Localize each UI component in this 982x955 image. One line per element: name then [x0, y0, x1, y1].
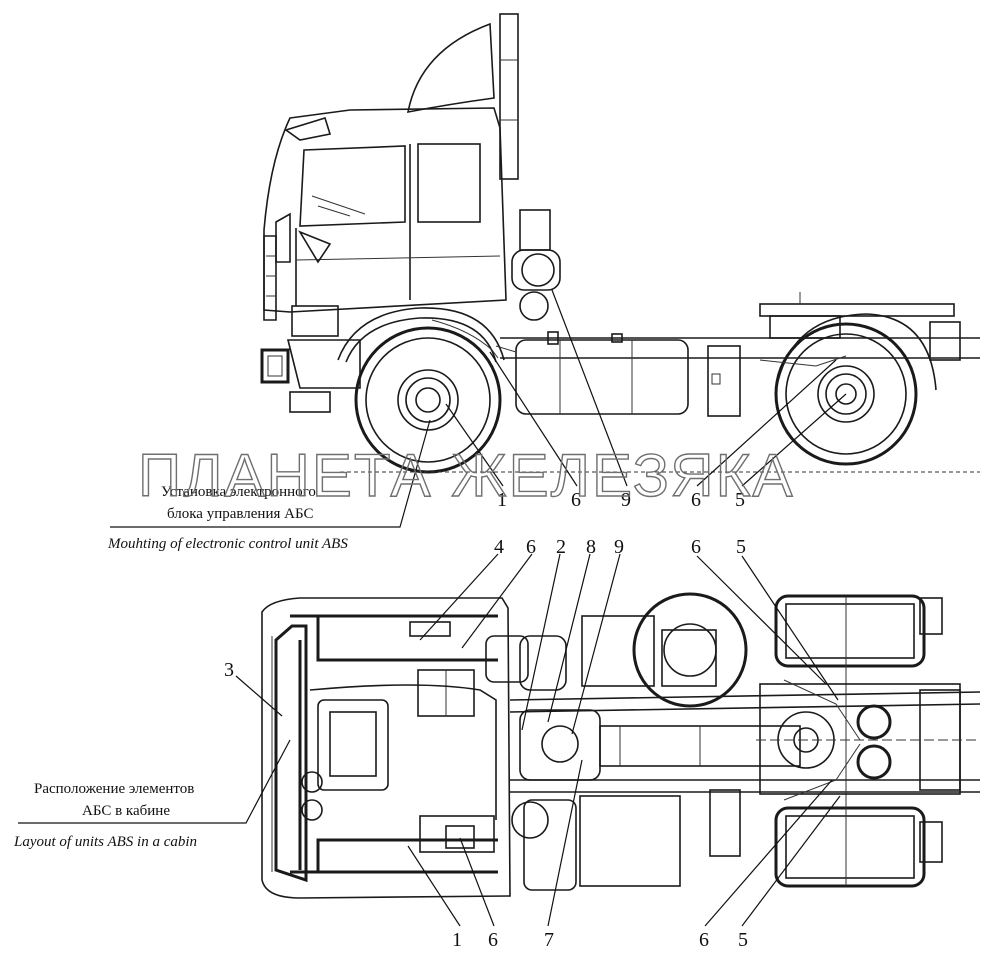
cab-body: [263, 107, 507, 313]
callout-bottom-6a: 6: [488, 929, 498, 951]
air-deflector: [406, 22, 495, 114]
callout-bottom-6b: 6: [699, 929, 709, 951]
rear-wheel: [774, 322, 918, 466]
front-wheel: [354, 326, 502, 474]
top-view-callouts-upper: 4 6 2 8 9 6 5 3: [224, 536, 746, 681]
callout-side-6a: 6: [571, 489, 581, 511]
truck-side-view: [260, 13, 980, 474]
air-receiver: [581, 615, 655, 687]
front-fender: [337, 307, 505, 361]
callout-top-2: 2: [556, 536, 566, 558]
side-view-callouts: 1 6 9 6 5: [497, 489, 745, 511]
callout-bottom-7: 7: [544, 929, 554, 951]
callout-bottom-5: 5: [738, 929, 748, 951]
layout-caption: Расположение элементов АБС в кабине Layo…: [13, 781, 197, 850]
callout-side-9: 9: [621, 489, 631, 511]
fuel-tank: [515, 339, 689, 415]
rear-axle-assembly: [756, 594, 980, 888]
fuel-tank-top: [523, 799, 577, 891]
cab-door-window: [299, 145, 406, 227]
front-bumper: [260, 348, 290, 384]
callout-top-8: 8: [586, 536, 596, 558]
callout-top-3: 3: [224, 659, 234, 681]
cab-rear-window: [417, 143, 481, 223]
mounting-caption: Установка электронного блока управления …: [107, 484, 348, 552]
callout-top-5: 5: [736, 536, 746, 558]
callout-top-9: 9: [614, 536, 624, 558]
spare-wheel: [632, 592, 748, 708]
cab-outline-top: [261, 597, 511, 899]
mounting-caption-ru-line1: Установка электронного: [161, 484, 316, 500]
callout-side-5: 5: [735, 489, 745, 511]
layout-caption-en: Layout of units ABS in a cabin: [13, 834, 197, 850]
callout-leaders: [18, 289, 847, 927]
callout-side-1: 1: [497, 489, 507, 511]
callout-top-4: 4: [494, 536, 504, 558]
callout-bottom-1: 1: [452, 929, 462, 951]
battery-box: [707, 345, 741, 417]
callout-top-6b: 6: [691, 536, 701, 558]
layout-caption-ru-line2: АБС в кабине: [82, 803, 170, 819]
top-view-callouts-lower: 1 6 7 6 5: [452, 929, 748, 951]
mounting-caption-en: Mouhting of electronic control unit ABS: [107, 536, 348, 552]
gearbox: [519, 709, 601, 781]
truck-top-view: [261, 592, 981, 899]
callout-side-6b: 6: [691, 489, 701, 511]
mounting-caption-ru-line2: блока управления АБС: [167, 506, 313, 522]
callout-top-6a: 6: [526, 536, 536, 558]
watermark: ПЛАНЕТА ЖЕЛЕЗЯКА: [138, 442, 795, 509]
layout-caption-ru-line1: Расположение элементов: [34, 781, 194, 797]
cab-seat: [317, 699, 389, 791]
exhaust-stack: [499, 13, 519, 180]
